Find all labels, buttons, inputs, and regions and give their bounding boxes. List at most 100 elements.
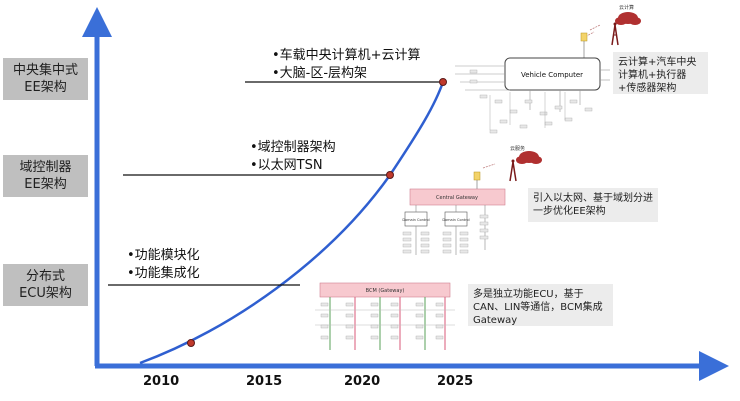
ecu-node xyxy=(390,324,399,329)
ecu-node xyxy=(442,249,452,254)
ecu-node xyxy=(415,324,424,329)
year-label-2020: 2020 xyxy=(344,374,381,389)
stage-distributed: 分布式 ECU架构 xyxy=(3,264,88,306)
vehicle-computer-label: Vehicle Computer xyxy=(521,71,583,79)
milestone-marker-2025 xyxy=(439,78,447,86)
cloud-top-label: 云计算 xyxy=(619,4,634,11)
ecu-node xyxy=(519,124,528,129)
ecu-node xyxy=(479,228,489,233)
stage-domain: 域控制器 EE架构 xyxy=(3,155,88,197)
ecu-node xyxy=(442,231,452,236)
ecu-node xyxy=(320,324,329,329)
ecu-node xyxy=(499,119,508,124)
central-node-grid xyxy=(469,69,623,134)
ecu-node xyxy=(459,237,469,242)
ecu-node xyxy=(554,105,563,110)
cloud-icon-mid xyxy=(516,151,542,164)
stage-domain-line1: 域控制器 xyxy=(19,160,72,175)
ecu-node xyxy=(479,235,489,240)
domain-node-grid xyxy=(402,214,489,254)
milestone-central-text: •车载中央计算机+云计算 •大脑-区-层构架 xyxy=(272,47,421,83)
central-gateway-label: Central Gateway xyxy=(436,195,478,201)
ecu-node xyxy=(469,79,478,84)
milestone-central-bullet2: •大脑-区-层构架 xyxy=(272,66,368,81)
note-distributed: 多是独立功能ECU，基于CAN、LIN等通信，BCM集成Gateway xyxy=(468,284,613,326)
ecu-node xyxy=(489,129,498,134)
ecu-node xyxy=(459,249,469,254)
ecu-node xyxy=(420,243,430,248)
ecu-node xyxy=(420,231,430,236)
ecu-node xyxy=(420,237,430,242)
ecu-node xyxy=(442,237,452,242)
stage-distributed-line1: 分布式 xyxy=(25,269,65,284)
milestone-marker-2012 xyxy=(187,339,195,347)
bcm-gateway-label: BCM (Gateway) xyxy=(366,288,405,294)
bcm-gateway-box xyxy=(319,282,451,298)
note-domain: 引入以太网、基于域划分进一步优化EE架构 xyxy=(528,188,658,222)
ecu-node xyxy=(539,111,548,116)
ecu-node xyxy=(479,221,489,226)
milestone-domain-bullet2: •以太网TSN xyxy=(250,158,323,173)
ecu-node xyxy=(390,313,399,318)
ecu-node xyxy=(509,109,518,114)
ecu-node xyxy=(479,214,489,219)
cloud-icon-top xyxy=(615,12,641,25)
ecu-node xyxy=(370,335,379,340)
stage-domain-line2: EE架构 xyxy=(24,177,67,192)
ecu-node xyxy=(564,117,573,122)
ecu-node xyxy=(494,99,503,104)
ecu-node xyxy=(479,94,488,99)
year-label-2025: 2025 xyxy=(437,374,474,389)
stage-central: 中央集中式 EE架构 xyxy=(3,58,88,100)
ecu-node xyxy=(415,335,424,340)
year-label-2010: 2010 xyxy=(143,374,180,389)
central-architecture-diagram: 云计算 Vehicle Computer xyxy=(455,4,641,134)
ecu-node xyxy=(569,99,578,104)
ecu-node xyxy=(420,249,430,254)
ecu-node xyxy=(390,302,399,307)
distributed-architecture-diagram: BCM (Gateway) xyxy=(315,282,455,350)
ecu-node xyxy=(402,237,412,242)
ecu-node xyxy=(524,99,533,104)
note-central: 云计算+汽车中央计算机+执行器+传感器架构 xyxy=(613,52,708,94)
ecu-node xyxy=(370,302,379,307)
domain-controller-a-label: Domain Control xyxy=(402,218,429,222)
ecu-node xyxy=(459,243,469,248)
ecu-node xyxy=(435,313,444,318)
milestone-domain-bullet1: •域控制器架构 xyxy=(250,140,336,155)
antenna-tower-icon-top xyxy=(611,22,619,46)
ecu-node xyxy=(402,231,412,236)
bcm-node-grid xyxy=(320,302,444,340)
domain-controller-b-label: Domain Control xyxy=(442,218,469,222)
milestone-central-bullet1: •车载中央计算机+云计算 xyxy=(272,48,421,63)
stage-distributed-line2: ECU架构 xyxy=(19,286,72,301)
ecu-node xyxy=(402,243,412,248)
stage-central-line2: EE架构 xyxy=(24,80,67,95)
ecu-node xyxy=(415,302,424,307)
ecu-node xyxy=(469,69,478,74)
bcm-bus-lines xyxy=(315,297,455,350)
milestone-distributed-bullet2: •功能集成化 xyxy=(127,266,200,281)
ecu-node xyxy=(415,313,424,318)
domain-architecture-diagram: 云服务 Central Gateway Domain Control Domai… xyxy=(402,145,542,255)
ecu-node xyxy=(345,324,354,329)
milestone-marker-2020 xyxy=(386,171,394,179)
ecu-node xyxy=(320,313,329,318)
milestone-domain-text: •域控制器架构 •以太网TSN xyxy=(250,139,336,175)
year-label-2015: 2015 xyxy=(246,374,283,389)
growth-curve xyxy=(139,81,445,365)
ecu-node xyxy=(459,231,469,236)
ecu-node xyxy=(402,249,412,254)
ecu-node xyxy=(345,302,354,307)
cloud-mid-label: 云服务 xyxy=(510,145,525,152)
ecu-node xyxy=(435,302,444,307)
ecu-node xyxy=(345,335,354,340)
ecu-node xyxy=(390,335,399,340)
ecu-node xyxy=(584,107,593,112)
central-gateway-box xyxy=(409,188,506,206)
stage-central-line1: 中央集中式 xyxy=(12,63,78,78)
milestone-distributed-text: •功能模块化 •功能集成化 xyxy=(127,247,200,283)
antenna-tower-icon-mid xyxy=(509,159,517,182)
